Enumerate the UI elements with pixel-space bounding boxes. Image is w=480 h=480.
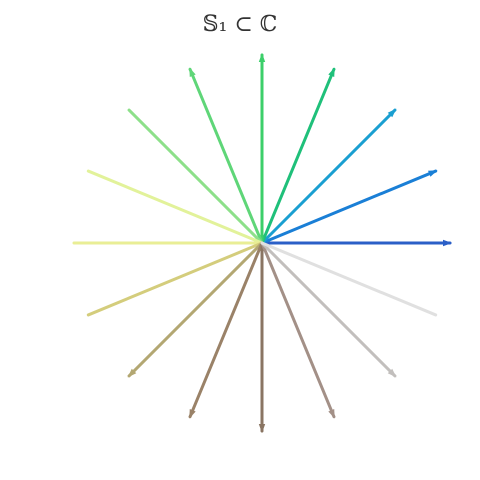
- arrow-line-15: [260, 241, 438, 317]
- arrow-line-11: [188, 241, 264, 419]
- arrow-head-4: [258, 53, 266, 62]
- arrow-head-2: [387, 108, 397, 118]
- arrow-line-9: [86, 241, 264, 317]
- arrow-line-3: [260, 67, 336, 245]
- arrow-head-3: [328, 67, 335, 78]
- arrow-line-10: [127, 241, 264, 378]
- arrow-head-14: [387, 368, 397, 378]
- arrow-head-1: [427, 170, 438, 177]
- arrow-line-2: [260, 108, 397, 245]
- diagram-title: 𝕊₁ ⊂ ℂ: [202, 12, 278, 37]
- arrow-head-0: [443, 239, 452, 247]
- arrow-head-13: [328, 408, 335, 419]
- arrow-head-11: [189, 408, 196, 419]
- arrow-line-1: [260, 169, 438, 245]
- arrows-group: [72, 53, 452, 433]
- arrow-line-14: [260, 241, 397, 378]
- arrow-line-6: [127, 108, 264, 245]
- arrow-head-10: [127, 368, 137, 378]
- arrow-line-7: [86, 169, 264, 245]
- arrow-line-5: [188, 67, 264, 245]
- arrow-head-5: [189, 67, 196, 78]
- arrow-line-13: [260, 241, 336, 419]
- arrow-head-12: [258, 424, 266, 433]
